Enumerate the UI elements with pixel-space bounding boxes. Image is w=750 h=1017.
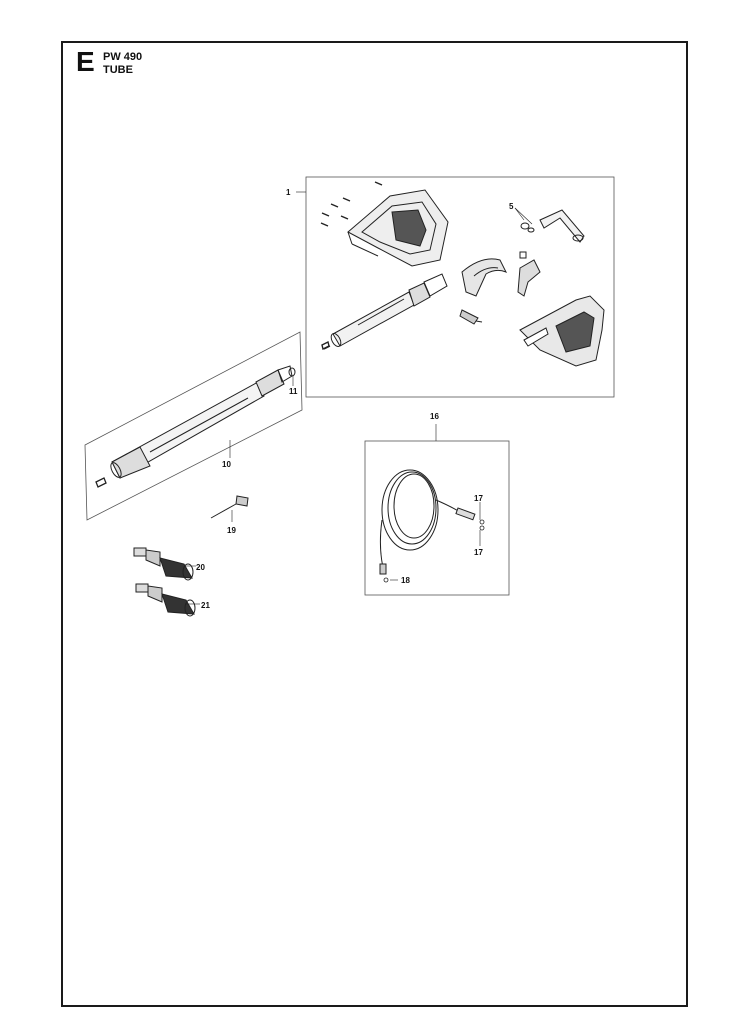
callout-5: 5	[509, 202, 514, 211]
callout-16: 16	[430, 412, 439, 421]
callout-11: 11	[289, 387, 298, 396]
gun-assembly-box	[305, 176, 615, 398]
callout-18: 18	[401, 576, 410, 585]
callout-17-bottom: 17	[474, 548, 483, 557]
hose-box	[364, 440, 510, 596]
callout-10: 10	[222, 460, 231, 469]
callout-1: 1	[286, 188, 291, 197]
callout-21: 21	[201, 601, 210, 610]
gun-barrel	[321, 273, 448, 351]
lance-tube	[95, 365, 296, 488]
coiled-hose	[379, 469, 476, 575]
lance-box	[84, 331, 303, 521]
trigger-guard	[461, 258, 508, 297]
model-name: PW 490	[103, 51, 143, 63]
nozzle-21	[135, 583, 196, 617]
handle-grip	[519, 295, 605, 367]
callout-19: 19	[227, 526, 236, 535]
gun-housing-half	[347, 189, 449, 267]
cleaning-needle	[210, 495, 249, 519]
page-frame	[61, 41, 688, 1007]
screw-set	[320, 181, 383, 227]
callout-20: 20	[196, 563, 205, 572]
section-letter: E	[76, 46, 95, 77]
bent-tube	[520, 209, 585, 243]
section-name: TUBE	[103, 64, 133, 76]
valve-piece	[517, 251, 541, 297]
nozzle-20	[133, 547, 194, 581]
callout-17-top: 17	[474, 494, 483, 503]
trigger-lever	[459, 309, 483, 325]
